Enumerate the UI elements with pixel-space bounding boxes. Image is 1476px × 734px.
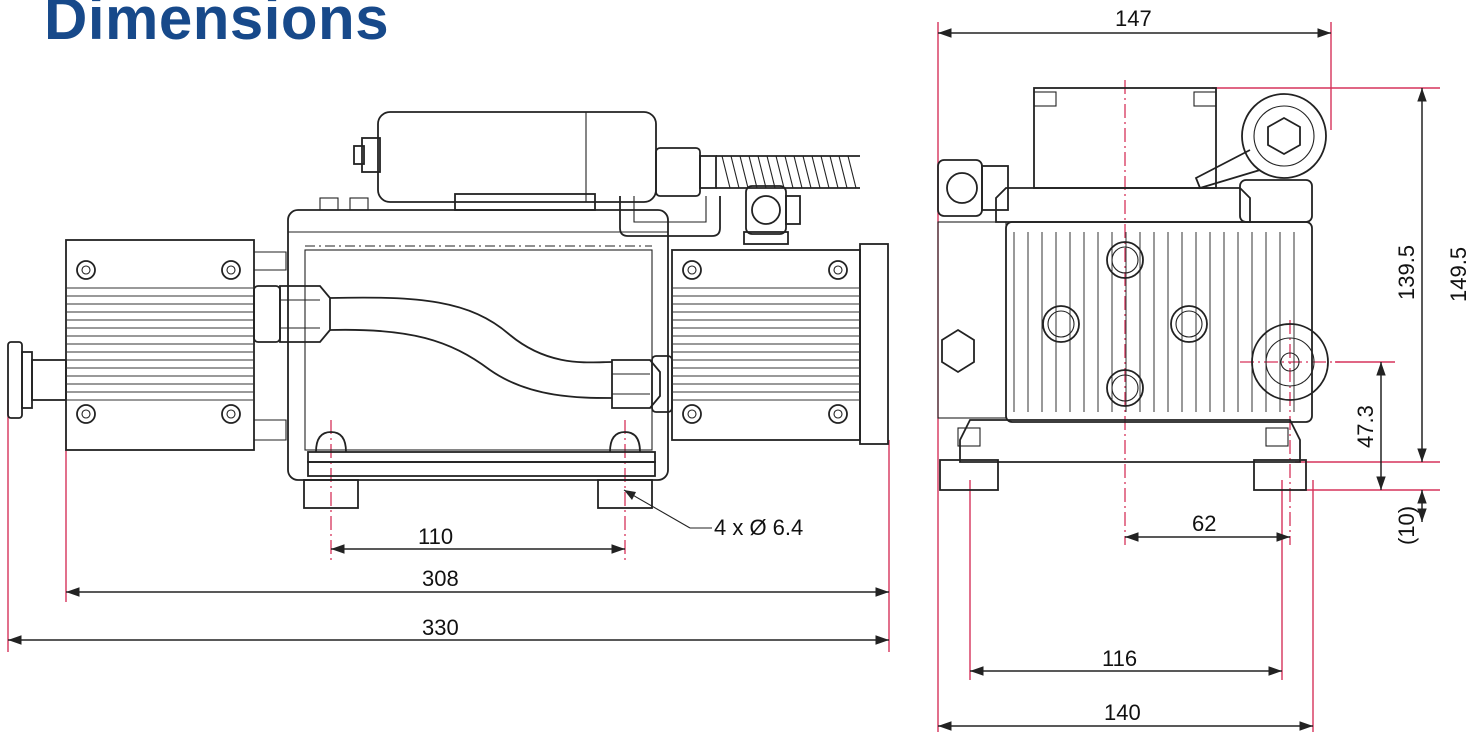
dim-port-offset: 62: [1192, 511, 1216, 536]
end-view: 147 62 116 140 139.5 47.3 149.5 (10): [937, 6, 1471, 732]
pulley: [1241, 93, 1327, 179]
mount-holes-label: 4 x Ø 6.4: [714, 515, 803, 540]
pump-body: [287, 209, 669, 509]
spring-coil: [757, 155, 767, 189]
cable-gland: [619, 147, 860, 245]
terminal-box: [319, 111, 657, 211]
left-cooling-fins: [65, 239, 287, 451]
connecting-hose: [253, 285, 673, 413]
spring-coil: [775, 155, 785, 189]
spring-coil: [838, 155, 848, 189]
spring-coil: [829, 155, 839, 189]
dim-overall-length: 330: [422, 615, 459, 640]
spring-coil: [739, 155, 749, 189]
spring-coil: [793, 155, 803, 189]
dim-hole-spacing: 110: [418, 524, 453, 549]
spring-coil: [748, 155, 758, 189]
dim-overall-width: 147: [1115, 6, 1152, 31]
spring-coil: [730, 155, 740, 189]
spring-coil: [784, 155, 794, 189]
spring-coil: [847, 155, 857, 189]
spring-coil: [811, 155, 821, 189]
page-title: Dimensions: [44, 0, 390, 52]
dim-foot-spacing: 116: [1102, 646, 1137, 671]
dim-height-top: 139.5: [1394, 245, 1419, 300]
dim-height-overall: 149.5: [1446, 247, 1471, 302]
dim-port-height: 47.3: [1353, 405, 1378, 448]
spring-coil: [820, 155, 830, 189]
spring-coil: [766, 155, 776, 189]
spring-coil: [802, 155, 812, 189]
inlet-flange: [7, 341, 67, 419]
outlet-port: [1251, 323, 1329, 401]
dim-body-length: 308: [422, 566, 459, 591]
spring-coil: [721, 155, 731, 189]
side-view: 4 x Ø 6.4 110 308 330: [7, 111, 890, 652]
dim-base-width: 140: [1104, 700, 1141, 725]
right-cooling-fins: [671, 243, 889, 445]
dim-foot-height: (10): [1394, 506, 1419, 545]
